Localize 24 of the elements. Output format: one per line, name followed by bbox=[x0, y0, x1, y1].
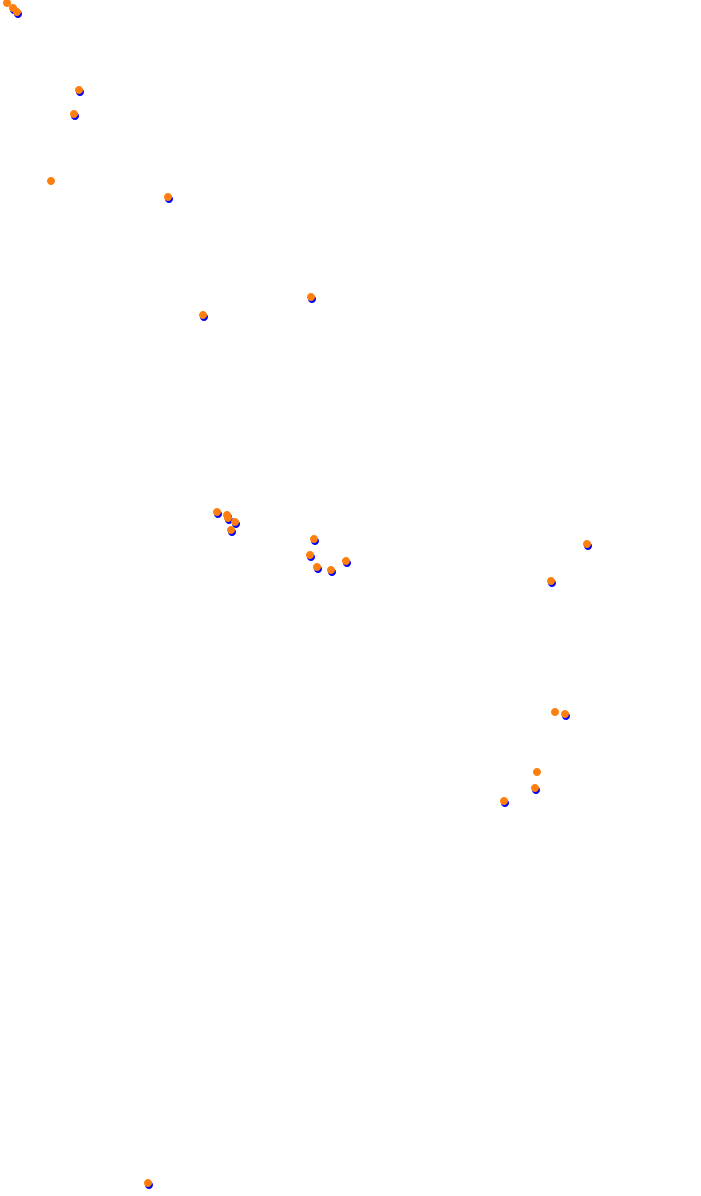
data-point bbox=[500, 797, 509, 807]
data-point bbox=[47, 177, 55, 185]
data-point bbox=[70, 110, 79, 120]
data-point bbox=[75, 86, 84, 96]
data-point bbox=[310, 535, 319, 545]
data-point bbox=[144, 1179, 153, 1189]
data-point bbox=[227, 526, 236, 536]
data-point bbox=[13, 8, 22, 18]
data-point bbox=[164, 193, 173, 203]
data-point bbox=[213, 508, 222, 518]
data-point bbox=[547, 577, 556, 587]
data-point bbox=[531, 784, 540, 794]
data-point bbox=[342, 557, 351, 567]
data-point bbox=[583, 540, 592, 550]
data-point bbox=[313, 563, 322, 573]
data-point bbox=[533, 768, 541, 776]
data-point bbox=[561, 710, 570, 720]
data-point bbox=[327, 566, 336, 576]
data-point bbox=[231, 518, 240, 528]
data-point bbox=[199, 311, 208, 321]
data-point bbox=[307, 293, 316, 303]
data-point bbox=[306, 551, 315, 561]
data-point bbox=[551, 708, 559, 716]
data-point bbox=[3, 0, 11, 7]
